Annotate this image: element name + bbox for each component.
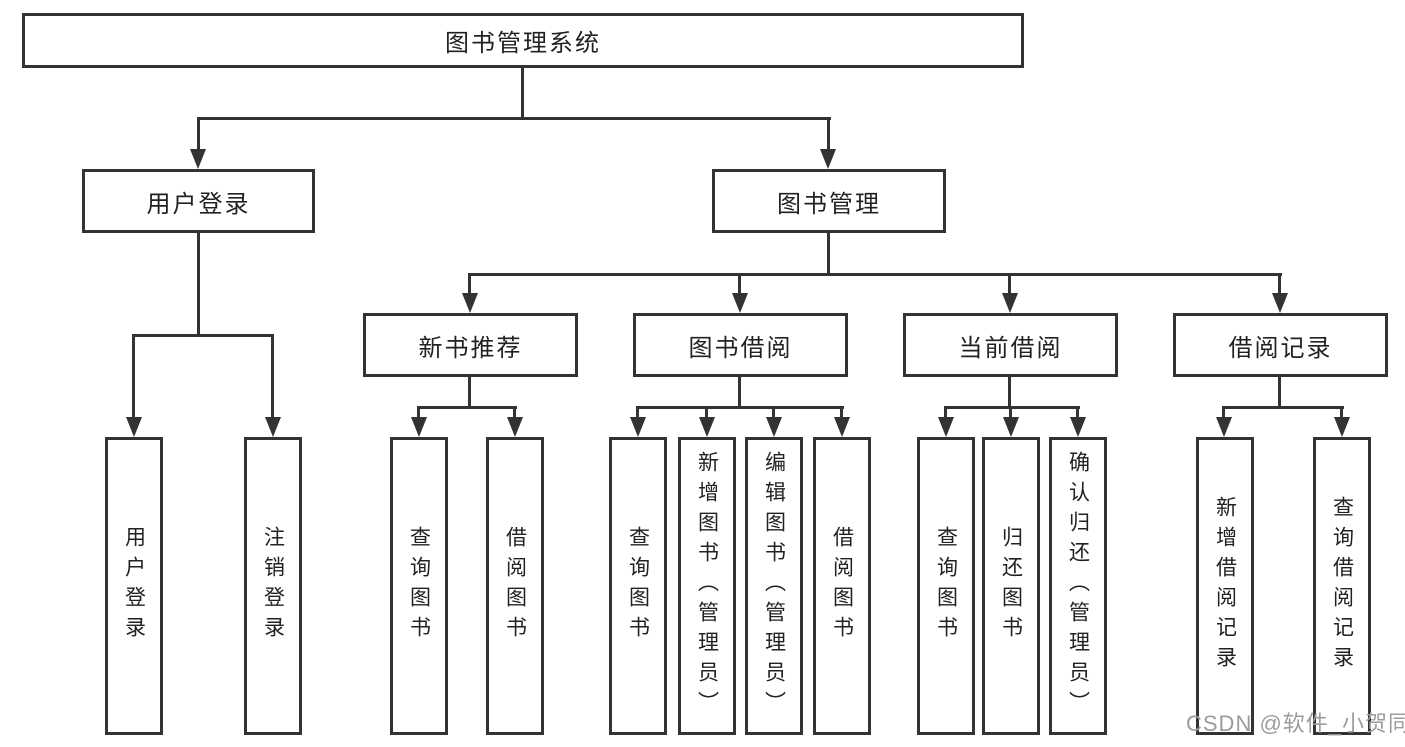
leaf-query-books-current: 查询图书 (917, 437, 975, 735)
connector-trunk-new-book-recommend (468, 377, 471, 406)
connector-trunk-book-management (827, 233, 830, 273)
connector-stub (197, 117, 200, 151)
leaf-label: 新增借阅记录 (1213, 496, 1237, 676)
leaf-edit-books-admin: 编辑图书（管理员） (745, 437, 803, 735)
connector-trunk-current-borrow (1008, 377, 1011, 406)
connector-stub (468, 273, 471, 295)
node-current-borrow: 当前借阅 (903, 313, 1118, 377)
leaf-label: 归还图书 (999, 526, 1023, 646)
connector-stub (840, 406, 843, 419)
leaf-label: 借阅图书 (503, 526, 527, 646)
arrow-down-icon (1003, 417, 1019, 437)
connector-trunk-root (521, 68, 524, 117)
arrow-down-icon (732, 293, 748, 313)
connector-stub (1222, 406, 1225, 419)
connector-bar-user-login (132, 334, 274, 337)
connector-stub (132, 334, 135, 419)
arrow-down-icon (126, 417, 142, 437)
arrow-down-icon (265, 417, 281, 437)
leaf-borrow-books-recommend: 借阅图书 (486, 437, 544, 735)
node-new-book-recommend: 新书推荐 (363, 313, 578, 377)
connector-stub (944, 406, 947, 419)
connector-stub (1076, 406, 1079, 419)
arrow-down-icon (1070, 417, 1086, 437)
arrow-down-icon (630, 417, 646, 437)
connector-stub (1008, 273, 1011, 295)
connector-stub (772, 406, 775, 419)
arrow-down-icon (411, 417, 427, 437)
arrow-down-icon (507, 417, 523, 437)
connector-stub (705, 406, 708, 419)
connector-trunk-borrow-records (1278, 377, 1281, 406)
leaf-label: 查询图书 (934, 526, 958, 646)
csdn-watermark: CSDN @软件_小贺同学 (1186, 711, 1405, 736)
leaf-add-borrow-record: 新增借阅记录 (1196, 437, 1254, 735)
connector-bar-book-borrow (636, 406, 844, 409)
leaf-return-books: 归还图书 (982, 437, 1040, 735)
leaf-label: 查询借阅记录 (1330, 496, 1354, 676)
connector-trunk-book-borrow (738, 377, 741, 406)
arrow-down-icon (1002, 293, 1018, 313)
connector-bar-new-book-recommend (417, 406, 517, 409)
arrow-down-icon (938, 417, 954, 437)
connector-stub (271, 334, 274, 419)
arrow-down-icon (462, 293, 478, 313)
node-book-management: 图书管理 (712, 169, 946, 233)
connector-bar-borrow-records (1222, 406, 1344, 409)
leaf-label: 确认归还（管理员） (1066, 451, 1090, 721)
connector-stub (1278, 273, 1281, 295)
node-library-system: 图书管理系统 (22, 13, 1024, 68)
connector-stub (1009, 406, 1012, 419)
arrow-down-icon (1272, 293, 1288, 313)
connector-stub (1340, 406, 1343, 419)
node-borrow-records: 借阅记录 (1173, 313, 1388, 377)
leaf-borrow-books: 借阅图书 (813, 437, 871, 735)
connector-bar-book-management (468, 273, 1282, 276)
connector-stub (417, 406, 420, 419)
leaf-label: 注销登录 (261, 526, 285, 646)
arrow-down-icon (1334, 417, 1350, 437)
connector-stub (513, 406, 516, 419)
leaf-query-borrow-record: 查询借阅记录 (1313, 437, 1371, 735)
leaf-label: 用户登录 (122, 526, 146, 646)
node-book-borrow: 图书借阅 (633, 313, 848, 377)
leaf-user-login: 用户登录 (105, 437, 163, 735)
connector-stub (827, 117, 830, 151)
arrow-down-icon (699, 417, 715, 437)
arrow-down-icon (1216, 417, 1232, 437)
leaf-add-books-admin: 新增图书（管理员） (678, 437, 736, 735)
connector-trunk-user-login (197, 233, 200, 334)
connector-stub (738, 273, 741, 295)
leaf-logout: 注销登录 (244, 437, 302, 735)
leaf-query-books-borrow: 查询图书 (609, 437, 667, 735)
leaf-label: 查询图书 (626, 526, 650, 646)
connector-bar-current-borrow (944, 406, 1080, 409)
leaf-label: 查询图书 (407, 526, 431, 646)
arrow-down-icon (766, 417, 782, 437)
leaf-confirm-return-admin: 确认归还（管理员） (1049, 437, 1107, 735)
arrow-down-icon (190, 149, 206, 169)
leaf-label: 新增图书（管理员） (695, 451, 719, 721)
node-user-login: 用户登录 (82, 169, 315, 233)
connector-stub (636, 406, 639, 419)
arrow-down-icon (820, 149, 836, 169)
connector-bar-root (197, 117, 831, 120)
leaf-query-books-recommend: 查询图书 (390, 437, 448, 735)
arrow-down-icon (834, 417, 850, 437)
leaf-label: 借阅图书 (830, 526, 854, 646)
leaf-label: 编辑图书（管理员） (762, 451, 786, 721)
